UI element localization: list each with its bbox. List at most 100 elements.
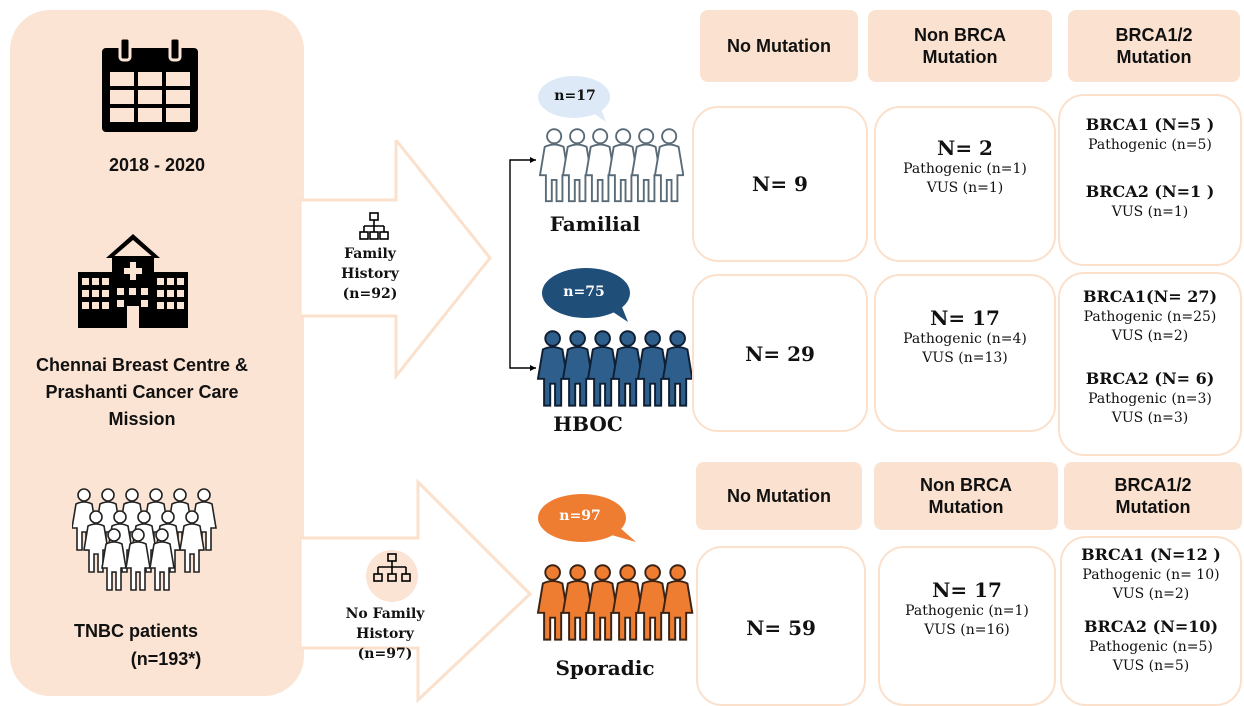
- tnbc-patients-count: (n=193*): [130, 649, 202, 669]
- familial-brca2-line1: VUS (n=1): [1111, 204, 1189, 220]
- header-no-mutation-bottom-text: No Mutation: [727, 486, 831, 506]
- header-non-brca-bottom: Non BRCA Mutation: [874, 462, 1058, 530]
- sporadic-brca2-line2: VUS (n=5): [1112, 658, 1190, 674]
- familial-brca2-n: (N=1 ): [1154, 182, 1215, 201]
- sporadic-figure: [636, 564, 669, 641]
- familial-count: n=17: [554, 88, 596, 104]
- sporadic-non-brca-line1: Pathogenic (n=1): [905, 603, 1029, 619]
- sporadic-brca2-line1: Pathogenic (n=5): [1089, 639, 1213, 655]
- sporadic-no-mutation-box: N= 59: [696, 546, 866, 706]
- hboc-brca1-n: (N= 27): [1146, 287, 1218, 306]
- familial-figure: [653, 128, 684, 203]
- sporadic-brca2-gene: BRCA2: [1083, 617, 1148, 636]
- hboc-label: HBOC: [553, 412, 623, 436]
- header-brca-bottom: BRCA1/2 Mutation: [1064, 462, 1242, 530]
- crowd-figure: [125, 528, 151, 591]
- header-brca-top-line2: Mutation: [1116, 47, 1192, 67]
- calendar-icon: [102, 38, 198, 132]
- crowd-figure: [101, 528, 127, 591]
- hospital-icon: [78, 234, 188, 328]
- sporadic-no-mutation-n: N= 59: [746, 616, 816, 640]
- header-brca-bottom-line1: BRCA1/2: [1114, 475, 1192, 495]
- family-tree-icon: [359, 212, 389, 240]
- sporadic-figure: [661, 564, 694, 641]
- centre-line-2: Prashanti Cancer Care: [45, 382, 239, 402]
- hboc-figure: [611, 330, 644, 407]
- hboc-brca2-title: BRCA2 (N= 6): [1060, 368, 1240, 390]
- familial-figure: [584, 128, 616, 203]
- hboc-figure: [561, 330, 594, 407]
- centre-line-3: Mission: [108, 409, 176, 429]
- hboc-no-mutation-n: N= 29: [745, 342, 815, 366]
- familial-brca1-line1: Pathogenic (n=5): [1088, 137, 1212, 153]
- family-history-line2: History: [341, 266, 399, 282]
- header-brca-top-line1: BRCA1/2: [1115, 25, 1193, 45]
- hboc-brca1-gene: BRCA1: [1082, 287, 1147, 306]
- hboc-brca2-line1: Pathogenic (n=3): [1088, 391, 1212, 407]
- hboc-non-brca-n: N= 17: [930, 306, 1000, 330]
- hboc-count-bubble: [542, 268, 630, 322]
- family-tree-icon-circle: [366, 550, 418, 602]
- study-centre: Chennai Breast Centre & Prashanti Cancer…: [10, 352, 274, 433]
- sporadic-count-bubble: [538, 494, 636, 542]
- familial-label: Familial: [549, 212, 641, 236]
- hboc-brca1-title: BRCA1(N= 27): [1060, 286, 1240, 308]
- sporadic-label: Sporadic: [555, 656, 655, 680]
- hboc-brca1-line2: VUS (n=2): [1111, 328, 1189, 344]
- no-family-history-arrow: [300, 478, 533, 703]
- hboc-non-brca-line2: VUS (n=13): [922, 350, 1008, 366]
- sporadic-figure: [561, 564, 594, 641]
- hboc-brca2-n: (N= 6): [1154, 369, 1215, 388]
- hboc-brca2-line2: VUS (n=3): [1111, 410, 1189, 426]
- sporadic-figure: [586, 564, 619, 641]
- hboc-non-brca-line1: Pathogenic (n=4): [903, 331, 1027, 347]
- sporadic-brca1-gene: BRCA1: [1081, 545, 1145, 564]
- header-non-brca-top: Non BRCA Mutation: [868, 10, 1052, 82]
- sporadic-non-brca-n: N= 17: [932, 578, 1002, 602]
- sporadic-figure: [611, 564, 644, 641]
- header-non-brca-top-line1: Non BRCA: [914, 25, 1006, 45]
- familial-non-brca-line1: Pathogenic (n=1): [903, 161, 1027, 177]
- header-no-mutation-top: No Mutation: [700, 10, 858, 82]
- familial-brca1-n: (N=5 ): [1154, 115, 1215, 134]
- header-no-mutation-top-text: No Mutation: [727, 36, 831, 56]
- hboc-figure: [536, 330, 569, 407]
- hboc-non-brca-box: N= 17 Pathogenic (n=4) VUS (n=13): [874, 274, 1056, 432]
- family-history-label: Family History (n=92): [330, 244, 410, 304]
- study-years: 2018 - 2020: [108, 155, 206, 175]
- familial-people-icon: [538, 128, 684, 203]
- familial-brca-box: BRCA1 (N=5 ) Pathogenic (n=5) BRCA2 (N=1…: [1058, 94, 1242, 266]
- sporadic-brca1-line1: Pathogenic (n= 10): [1082, 567, 1220, 583]
- familial-brca1-gene: BRCA1: [1085, 115, 1149, 134]
- familial-brca2-gene: BRCA2: [1085, 182, 1149, 201]
- familial-non-brca-n: N= 2: [937, 136, 993, 160]
- no-family-history-line1: No Family: [345, 606, 425, 622]
- sporadic-brca-box: BRCA1 (N=12 ) Pathogenic (n= 10) VUS (n=…: [1060, 536, 1242, 706]
- familial-brca1-title: BRCA1 (N=5 ): [1060, 114, 1240, 136]
- hboc-brca1-line1: Pathogenic (n=25): [1083, 309, 1217, 325]
- sporadic-people-icon: [536, 564, 694, 641]
- familial-brca2-title: BRCA2 (N=1 ): [1060, 181, 1240, 203]
- header-non-brca-top-line2: Mutation: [922, 47, 998, 67]
- branch-connector: [509, 157, 536, 371]
- header-non-brca-bottom-line2: Mutation: [928, 497, 1004, 517]
- familial-non-brca-box: N= 2 Pathogenic (n=1) VUS (n=1): [874, 106, 1056, 262]
- family-history-arrow: [300, 140, 492, 380]
- tnbc-patients-label: TNBC patients: [73, 621, 198, 641]
- sporadic-brca1-line2: VUS (n=2): [1112, 586, 1190, 602]
- header-brca-top: BRCA1/2 Mutation: [1068, 10, 1240, 82]
- sporadic-non-brca-line2: VUS (n=16): [924, 622, 1010, 638]
- crowd-figure: [179, 510, 205, 573]
- hboc-brca-box: BRCA1(N= 27) Pathogenic (n=25) VUS (n=2)…: [1058, 272, 1242, 456]
- sporadic-figure: [536, 564, 569, 641]
- family-history-line3: (n=92): [342, 286, 398, 302]
- familial-figure: [561, 128, 593, 203]
- sporadic-brca1-n: (N=12 ): [1149, 545, 1221, 564]
- familial-no-mutation-n: N= 9: [752, 172, 808, 196]
- sporadic-non-brca-box: N= 17 Pathogenic (n=1) VUS (n=16): [878, 546, 1056, 706]
- centre-line-1: Chennai Breast Centre &: [35, 355, 249, 375]
- familial-no-mutation-box: N= 9: [692, 106, 868, 262]
- header-non-brca-bottom-line1: Non BRCA: [920, 475, 1012, 495]
- sporadic-brca2-title: BRCA2 (N=10): [1062, 616, 1240, 638]
- sporadic-count: n=97: [559, 508, 601, 524]
